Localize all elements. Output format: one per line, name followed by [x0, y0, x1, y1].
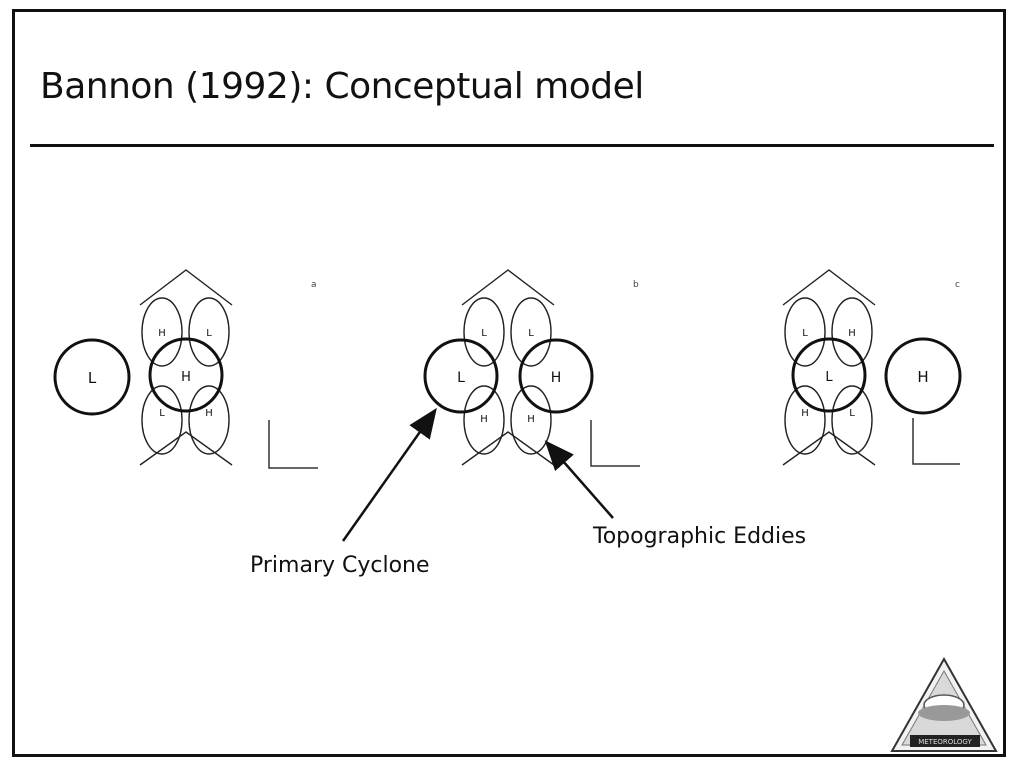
logo-text: METEOROLOGY [918, 738, 972, 746]
topographic-eddies [782, 269, 876, 466]
eddy-label: L [481, 328, 487, 339]
eddy-label: H [801, 408, 809, 419]
topographic-eddies-arrow [544, 440, 614, 519]
eddy-label: H [527, 414, 535, 425]
panel-a: a L H H L L H [53, 269, 318, 469]
panel-label: a [311, 280, 317, 290]
eddy-label: H [205, 408, 213, 419]
primary-cyclone-circle: L [53, 338, 131, 416]
pressure-center-label: H [181, 370, 191, 385]
axes-glyph [268, 420, 318, 469]
pressure-center-label: H [551, 370, 562, 386]
slide-title: Bannon (1992): Conceptual model [40, 66, 644, 107]
eddy-label: L [849, 408, 855, 419]
eddy-label: L [802, 328, 808, 339]
axes-glyph [912, 418, 960, 465]
topographic-eddies [139, 269, 233, 466]
slide-frame [12, 9, 1006, 757]
meteorology-triangle-logo-icon: METEOROLOGY [890, 657, 998, 752]
panel-label: b [633, 280, 639, 290]
primary-cyclone-label: Primary Cyclone [250, 553, 430, 578]
primary-cyclone-circle: H [884, 337, 962, 415]
panel-label: c [955, 280, 960, 290]
eddy-label: L [206, 328, 212, 339]
eddy-label: H [158, 328, 166, 339]
title-divider [30, 144, 994, 147]
primary-cyclone-arrow [341, 407, 437, 542]
pressure-center-label: L [88, 369, 97, 387]
eddy-label: L [159, 408, 165, 419]
topographic-eddies-label: Topographic Eddies [593, 524, 807, 549]
panel-b: b L H L L H H [423, 269, 640, 467]
eddy-label: H [848, 328, 856, 339]
eddy-label: L [528, 328, 534, 339]
axes-glyph [590, 420, 640, 467]
topographic-eddies [423, 269, 594, 466]
pressure-center-label: L [825, 370, 833, 385]
panel-c: c L L H H L H [782, 269, 962, 466]
eddy-label: H [480, 414, 488, 425]
pressure-center-label: L [457, 370, 465, 386]
pressure-center-label: H [917, 368, 928, 386]
